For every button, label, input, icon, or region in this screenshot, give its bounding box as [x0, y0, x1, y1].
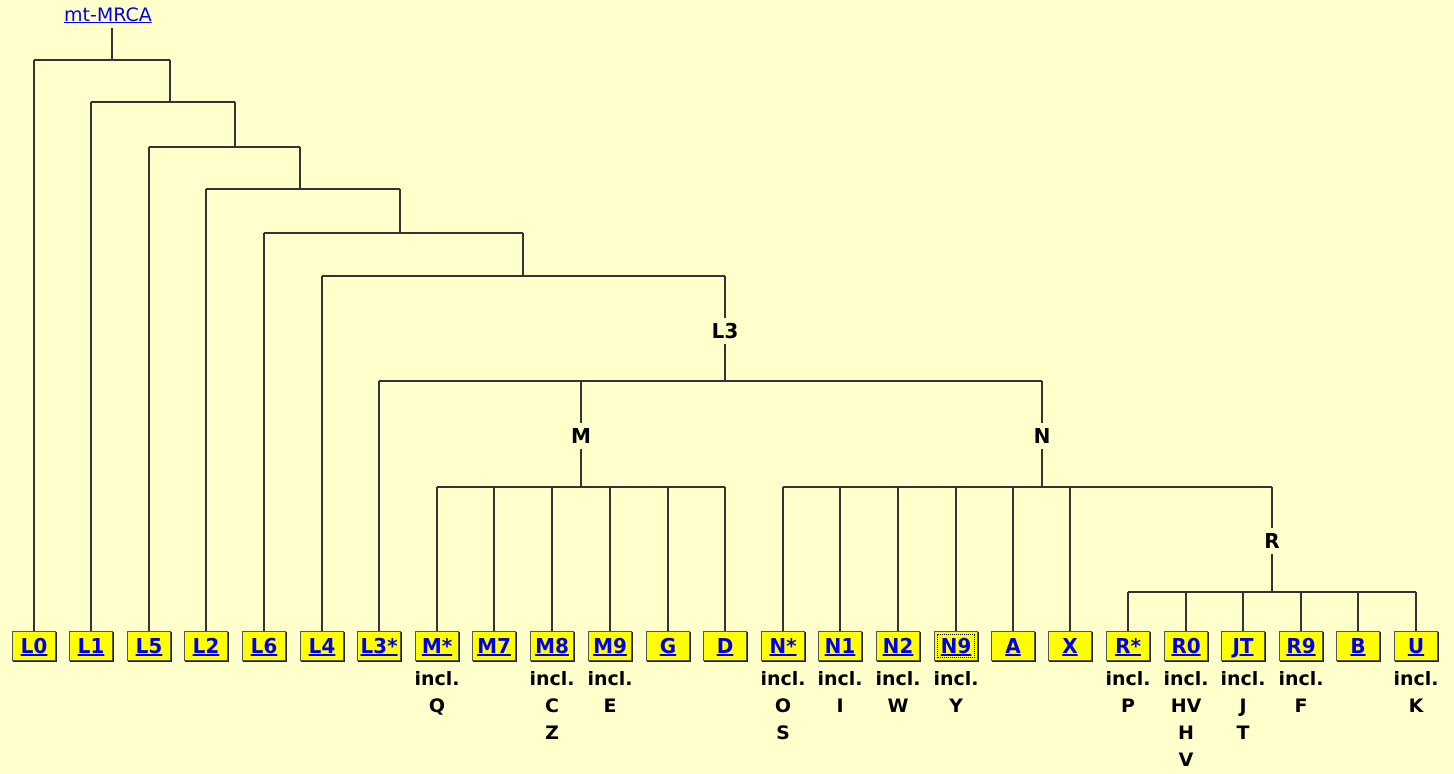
- subclade-note-line: Q: [428, 695, 446, 717]
- subclade-note-line: incl.: [817, 668, 863, 690]
- haplogroup-link-l4[interactable]: L4: [300, 631, 344, 661]
- subclade-note: incl. K: [1386, 666, 1446, 720]
- subclade-note-line: O: [774, 695, 792, 717]
- subclade-note-line: Z: [545, 722, 559, 744]
- haplogroup-link-n-star[interactable]: N*: [761, 631, 805, 661]
- subclade-note-line: K: [1408, 695, 1424, 717]
- subclade-note: incl. Q: [407, 666, 467, 720]
- subclade-note-line: incl.: [1220, 668, 1266, 690]
- haplogroup-link-jt[interactable]: JT: [1221, 631, 1265, 661]
- subclade-note-line: I: [836, 695, 844, 717]
- haplogroup-link-m7[interactable]: M7: [472, 631, 516, 661]
- mt-mrca-link[interactable]: mt-MRCA: [64, 4, 152, 26]
- subclade-note-line: incl.: [760, 668, 806, 690]
- subclade-note-line: F: [1294, 695, 1308, 717]
- haplogroup-link-n1[interactable]: N1: [818, 631, 862, 661]
- haplogroup-link-a[interactable]: A: [991, 631, 1035, 661]
- haplogroup-link-m-star[interactable]: M*: [415, 631, 459, 661]
- haplogroup-link-x[interactable]: X: [1048, 631, 1092, 661]
- haplogroup-link-m8[interactable]: M8: [530, 631, 574, 661]
- haplogroup-link-d[interactable]: D: [703, 631, 747, 661]
- haplogroup-link-n9[interactable]: N9: [934, 631, 978, 661]
- haplogroup-link-l0[interactable]: L0: [12, 631, 56, 661]
- haplogroup-link-n2[interactable]: N2: [876, 631, 920, 661]
- node-label-r: R: [1262, 529, 1282, 553]
- haplogroup-link-l3-star[interactable]: L3*: [357, 631, 401, 661]
- subclade-note-line: incl.: [1163, 668, 1209, 690]
- node-label-m: M: [569, 424, 593, 448]
- subclade-note: incl. P: [1098, 666, 1158, 720]
- subclade-note: incl. Y: [926, 666, 986, 720]
- haplogroup-link-u[interactable]: U: [1394, 631, 1438, 661]
- haplogroup-link-g[interactable]: G: [646, 631, 690, 661]
- subclade-note-line: incl.: [587, 668, 633, 690]
- node-label-l3: L3: [709, 319, 741, 343]
- haplogroup-link-l6[interactable]: L6: [242, 631, 286, 661]
- subclade-note-line: V: [1178, 749, 1194, 771]
- subclade-note: incl. I: [810, 666, 870, 720]
- haplogroup-link-l5[interactable]: L5: [127, 631, 171, 661]
- subclade-note-line: C: [545, 695, 559, 717]
- subclade-note-line: incl.: [875, 668, 921, 690]
- haplogroup-link-r0[interactable]: R0: [1164, 631, 1208, 661]
- subclade-note-line: H: [1178, 722, 1194, 744]
- subclade-note-line: T: [1236, 722, 1250, 744]
- subclade-note: incl. E: [580, 666, 640, 720]
- subclade-note-line: Y: [949, 695, 963, 717]
- haplogroup-link-r-star[interactable]: R*: [1106, 631, 1150, 661]
- haplogroup-link-m9[interactable]: M9: [588, 631, 632, 661]
- subclade-note-line: incl.: [1393, 668, 1439, 690]
- haplogroup-link-l1[interactable]: L1: [69, 631, 113, 661]
- node-label-n: N: [1031, 424, 1053, 448]
- subclade-note-line: W: [887, 695, 909, 717]
- subclade-note-line: E: [603, 695, 617, 717]
- haplogroup-link-r9[interactable]: R9: [1279, 631, 1323, 661]
- subclade-note-line: incl.: [414, 668, 460, 690]
- subclade-note-line: P: [1121, 695, 1135, 717]
- subclade-note-line: S: [776, 722, 790, 744]
- subclade-note-line: incl.: [933, 668, 979, 690]
- subclade-note-line: incl.: [1278, 668, 1324, 690]
- subclade-note-line: J: [1239, 695, 1247, 717]
- subclade-note-line: incl.: [529, 668, 575, 690]
- subclade-note-line: incl.: [1105, 668, 1151, 690]
- haplogroup-link-l2[interactable]: L2: [184, 631, 228, 661]
- haplogroup-link-b[interactable]: B: [1336, 631, 1380, 661]
- subclade-note-line: HV: [1170, 695, 1202, 717]
- subclade-note: incl. F: [1271, 666, 1331, 720]
- subclade-note: incl. W: [868, 666, 928, 720]
